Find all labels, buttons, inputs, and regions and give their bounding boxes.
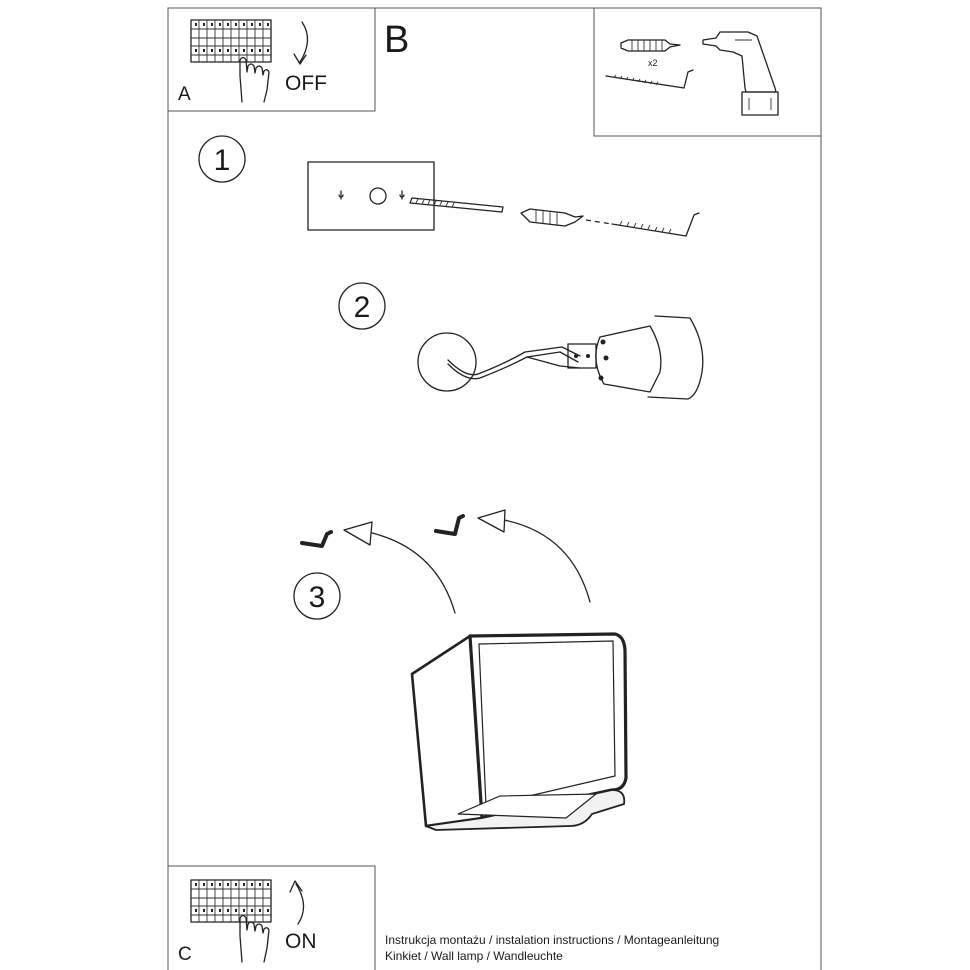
step-1: 1 (198, 135, 700, 237)
cable-icon (447, 346, 581, 380)
quantity-label: x2 (648, 58, 658, 68)
panel-c-label: C (178, 944, 192, 965)
step-1-number: 1 (214, 144, 231, 177)
panel-c-frame (167, 865, 376, 970)
wall-plug-icon (620, 39, 681, 52)
wall-plug-icon (520, 208, 584, 227)
panel-a-frame (167, 7, 376, 112)
breaker-box-icon (190, 19, 272, 63)
panel-c: C ON (167, 865, 376, 970)
step-3-number: 3 (309, 581, 326, 614)
off-label: OFF (285, 72, 327, 95)
page-frame (167, 7, 822, 970)
drill-icon (702, 31, 779, 116)
lamp-socket-icon (567, 315, 704, 400)
hand-icon (239, 914, 270, 963)
panel-b-label: B (384, 19, 409, 61)
panel-a: A OFF (167, 7, 376, 112)
panel-b-frame (593, 7, 822, 137)
breaker-box-icon (190, 879, 272, 923)
step-2-circle (338, 282, 386, 330)
panel-a-label: A (178, 84, 191, 105)
screw-icon (409, 197, 504, 213)
on-label: ON (285, 930, 317, 953)
step-2-number: 2 (354, 291, 371, 324)
hook-screw-icon (611, 212, 700, 237)
hand-icon (239, 56, 270, 103)
footer-title: Instrukcja montażu / instalation instruc… (385, 933, 719, 947)
cube-lamp-icon (410, 632, 628, 831)
step-3: 3 (293, 509, 628, 831)
curved-arrow-left-icon (343, 521, 456, 614)
step-1-circle (198, 135, 246, 183)
hook-right-icon (434, 514, 465, 536)
curved-arrow-down-icon (293, 21, 309, 65)
wall-box-icon (417, 332, 477, 392)
hook-left-icon (300, 530, 333, 548)
hook-screw-icon (605, 69, 694, 89)
step-3-circle (293, 572, 341, 620)
curved-arrow-right-icon (477, 509, 591, 603)
dashed-guide-line (585, 219, 613, 225)
wall-plate-icon (307, 161, 435, 231)
curved-arrow-up-icon (289, 880, 305, 925)
footer-subtitle: Kinkiet / Wall lamp / Wandleuchte (385, 949, 563, 963)
panel-b-tools: x2 (593, 7, 822, 137)
step-2: 2 (338, 282, 704, 400)
